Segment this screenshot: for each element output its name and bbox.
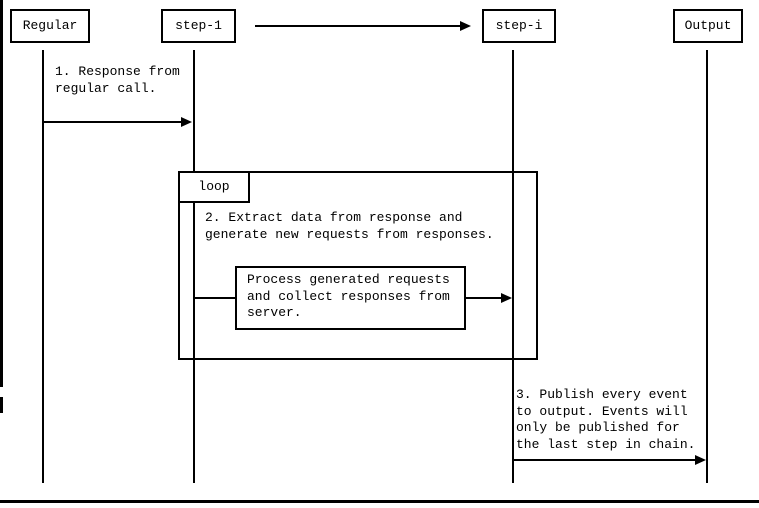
connector-step1-to-process bbox=[195, 297, 235, 299]
participant-regular: Regular bbox=[10, 9, 90, 43]
message-2-text: 2. Extract data from response and genera… bbox=[205, 210, 494, 242]
arrow-process-to-stepi bbox=[464, 297, 502, 299]
window-edge-left-lower bbox=[0, 397, 3, 413]
lifeline-step-i bbox=[512, 50, 514, 483]
participant-regular-label: Regular bbox=[22, 17, 78, 33]
participant-output-label: Output bbox=[684, 17, 732, 33]
message-1-text: 1. Response from regular call. bbox=[55, 64, 180, 96]
arrow-message-1 bbox=[43, 121, 182, 123]
participant-step-1: step-1 bbox=[161, 9, 236, 43]
arrowhead-right-icon bbox=[695, 455, 706, 465]
arrow-message-3 bbox=[513, 459, 696, 461]
arrow-step1-to-stepi bbox=[255, 25, 461, 27]
message-3-text: 3. Publish every event to output. Events… bbox=[516, 387, 696, 452]
process-box: Process generated requests and collect r… bbox=[235, 266, 466, 330]
participant-step-i: step-i bbox=[482, 9, 556, 43]
loop-label-text: loop bbox=[198, 178, 230, 194]
participant-output: Output bbox=[673, 9, 743, 43]
window-edge-left bbox=[0, 0, 3, 387]
loop-fragment-frame bbox=[178, 171, 538, 360]
lifeline-regular bbox=[42, 50, 44, 483]
arrowhead-right-icon bbox=[181, 117, 192, 127]
lifeline-step-1 bbox=[193, 50, 195, 483]
window-edge-bottom bbox=[0, 500, 759, 503]
process-box-text: Process generated requests and collect r… bbox=[247, 272, 450, 320]
arrowhead-right-icon bbox=[460, 21, 471, 31]
participant-step-i-label: step-i bbox=[495, 17, 543, 33]
participant-step-1-label: step-1 bbox=[175, 17, 222, 33]
lifeline-output bbox=[706, 50, 708, 483]
arrowhead-right-icon bbox=[501, 293, 512, 303]
loop-fragment-label: loop bbox=[178, 171, 250, 203]
